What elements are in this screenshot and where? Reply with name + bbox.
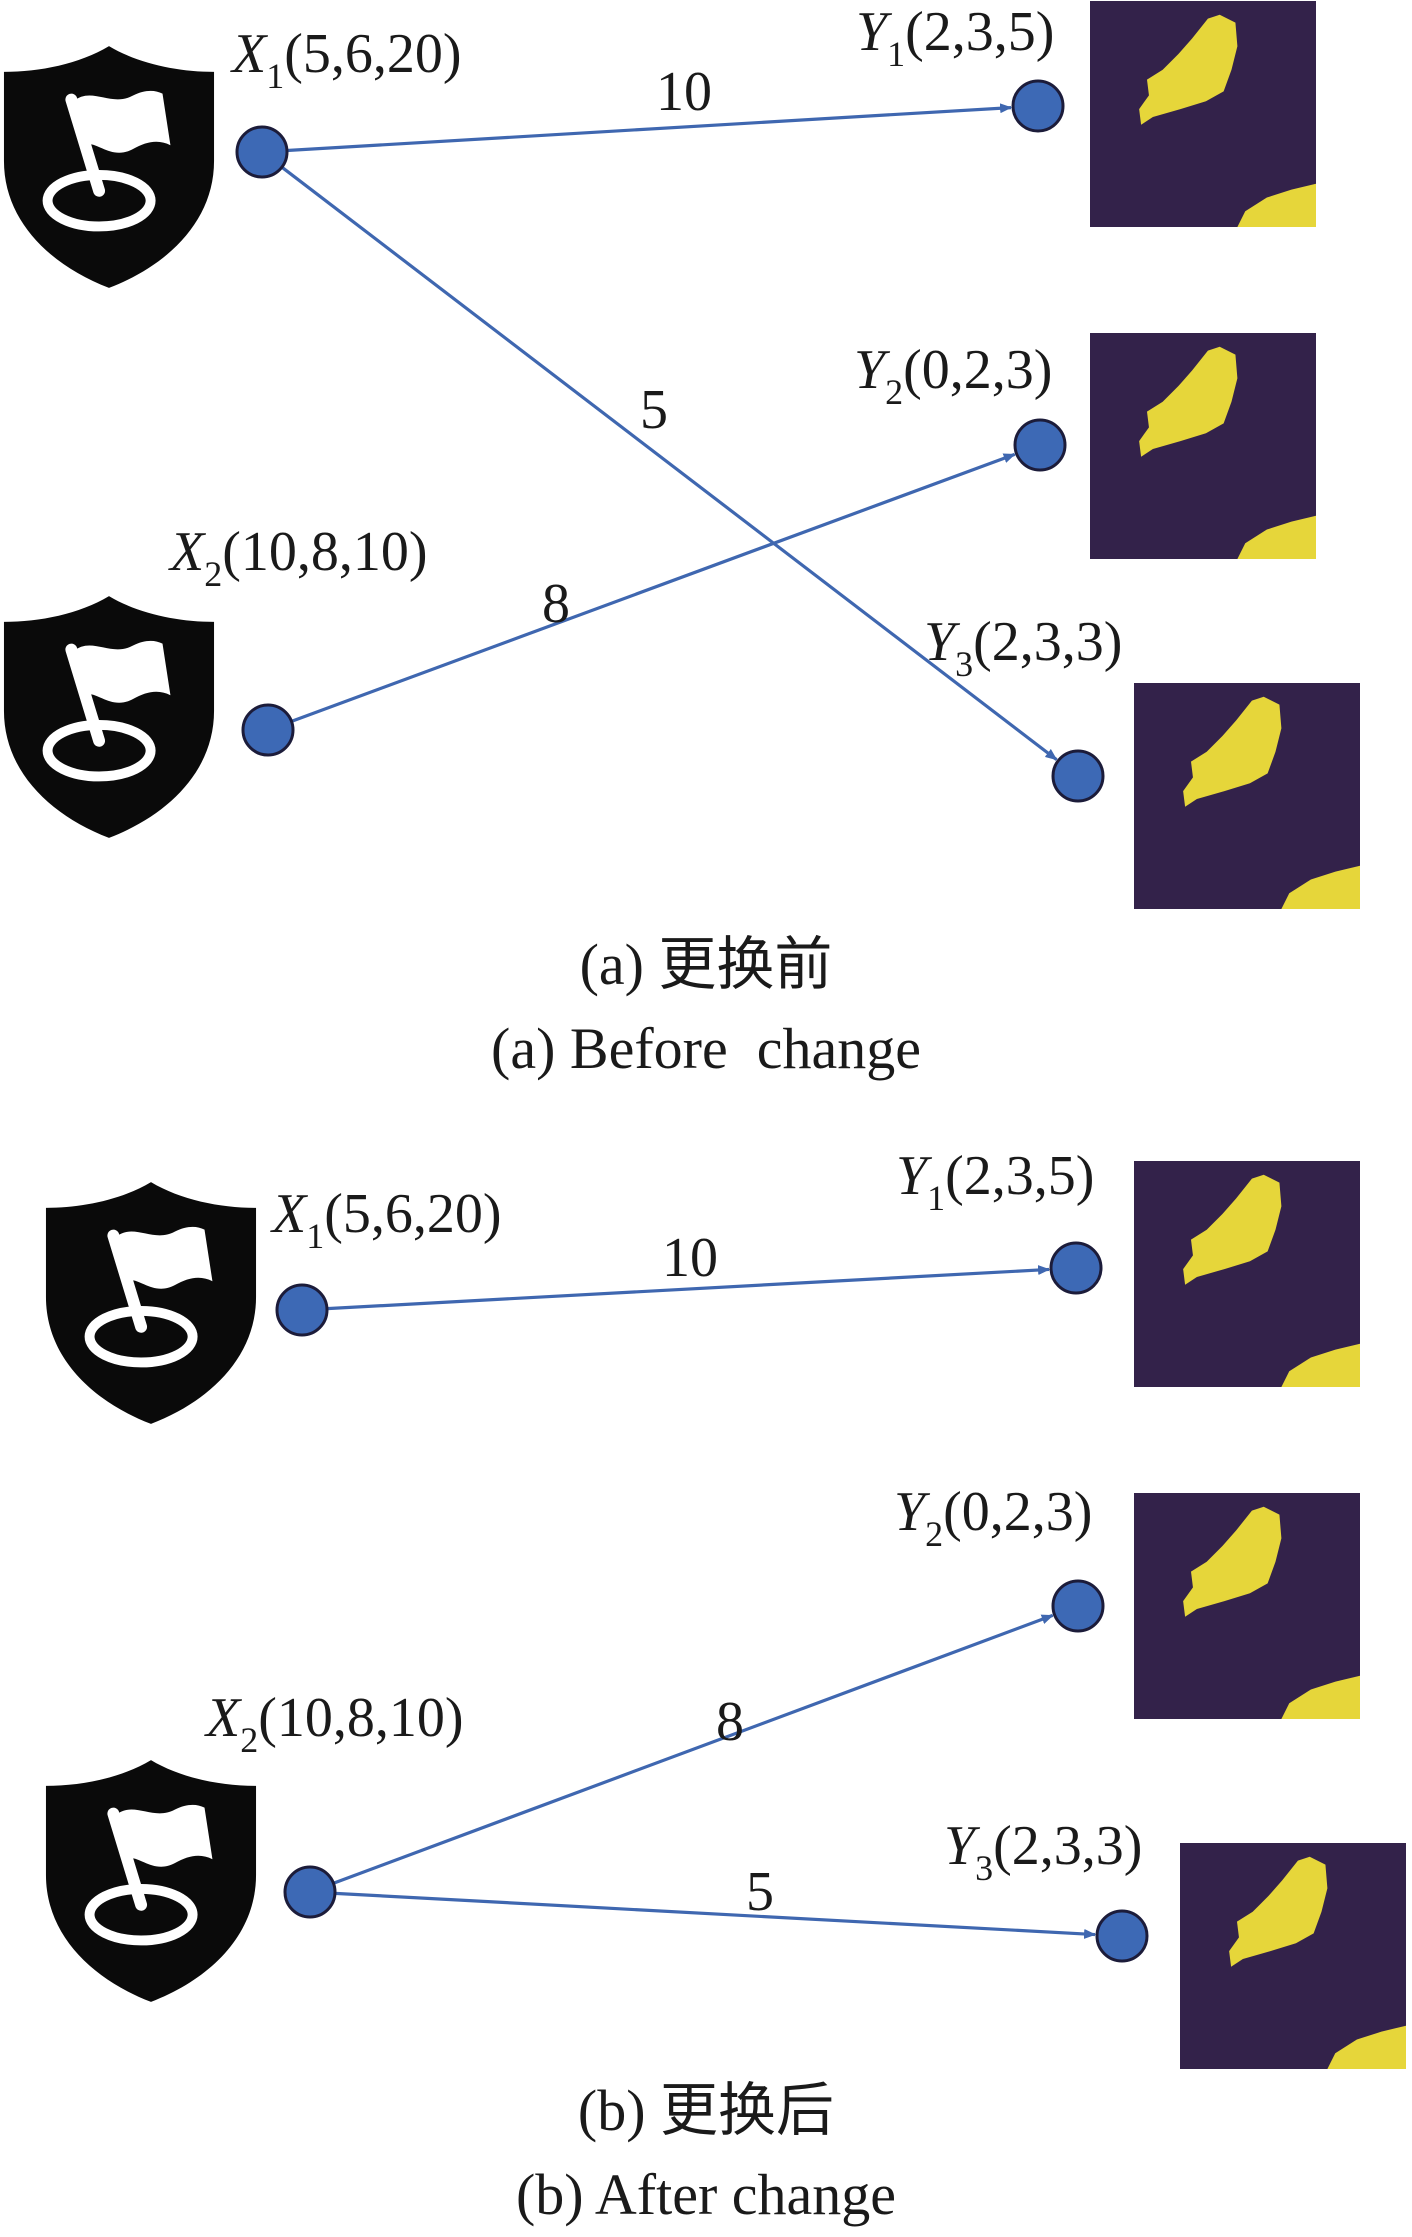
edge-weight: 8: [716, 1691, 744, 1753]
edge-x2-y2: [290, 452, 1016, 723]
source-label: X2(10,8,10): [168, 521, 428, 594]
shield-flag-icon: [46, 1760, 256, 2002]
map-thumbnail: [1134, 1161, 1360, 1387]
edge-weight: 10: [656, 61, 712, 123]
map-thumbnail: [1134, 683, 1360, 909]
edge-x2-y3: [334, 1891, 1097, 1939]
edge-weight: 8: [542, 573, 570, 635]
map-thumbnail: [1090, 333, 1316, 559]
target-label: Y1(2,3,5): [856, 1, 1054, 74]
edge-x2-y2: [332, 1613, 1054, 1885]
edge-x1-y3: [280, 165, 1058, 761]
map-thumbnail: [1090, 1, 1316, 227]
source-label: X1(5,6,20): [230, 23, 462, 96]
target-label: Y3(2,3,3): [944, 1815, 1142, 1888]
map-thumbnail: [1180, 1843, 1406, 2069]
source-node: [241, 703, 295, 757]
caption-cn: (a) 更换前: [580, 932, 833, 997]
edge-x1-y1: [326, 1265, 1051, 1311]
target-node: [1051, 1579, 1105, 1633]
shield-flag-icon: [4, 596, 214, 838]
target-label: Y2(0,2,3): [854, 339, 1052, 412]
source-node: [275, 1283, 329, 1337]
target-label: Y2(0,2,3): [894, 1481, 1092, 1554]
target-label: Y3(2,3,3): [924, 611, 1122, 684]
source-label: X1(5,6,20): [270, 1183, 502, 1256]
panel-b: 10 8 5 X1(5,6,20) X2(10,8,10) Y1(2,3,5) Y2(0,2…: [46, 1145, 1406, 2227]
shield-flag-icon: [4, 46, 214, 288]
source-label: X2(10,8,10): [204, 1687, 464, 1760]
edge-weight: 10: [662, 1227, 718, 1289]
edge-weight: 5: [746, 1861, 774, 1923]
caption-cn: (b) 更换后: [578, 2078, 834, 2143]
target-node: [1049, 1241, 1103, 1295]
source-node: [235, 125, 289, 179]
caption-en: (a) Before change: [491, 1016, 921, 1081]
target-label: Y1(2,3,5): [896, 1145, 1094, 1218]
panel-a: 10 5 8 X1(5,6,20) X2(10,8,10) Y1(2,3,5) Y2(0,2…: [4, 1, 1360, 1081]
caption-en: (b) After change: [516, 2162, 896, 2227]
target-node: [1011, 79, 1065, 133]
map-thumbnail: [1134, 1493, 1360, 1719]
target-node: [1013, 418, 1067, 472]
edge-x1-y1: [286, 103, 1013, 153]
shield-flag-icon: [46, 1182, 256, 1424]
target-node: [1051, 749, 1105, 803]
source-node: [283, 1865, 337, 1919]
target-node: [1095, 1909, 1149, 1963]
edge-weight: 5: [640, 379, 668, 441]
